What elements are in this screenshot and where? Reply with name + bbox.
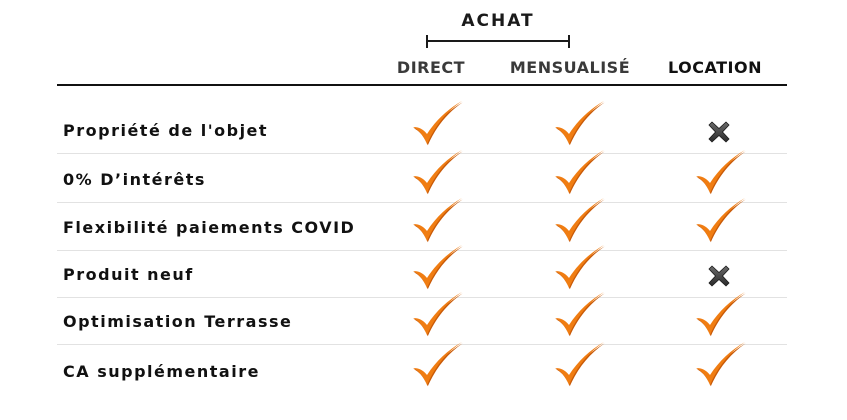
table-row: Produit neuf <box>0 245 847 298</box>
group-title-achat: ACHAT <box>461 11 535 31</box>
row-divider <box>57 250 787 251</box>
table-row: 0% D’intérêts <box>0 150 847 203</box>
table-row: CA supplémentaire <box>0 342 847 395</box>
bracket-bar <box>426 40 570 42</box>
checkmark-icon <box>410 341 464 389</box>
checkmark-icon <box>693 197 747 245</box>
column-header-location: LOCATION <box>668 58 762 77</box>
row-label: Flexibilité paiements COVID <box>63 218 356 237</box>
cross-icon <box>707 120 731 144</box>
row-label: Optimisation Terrasse <box>63 312 293 331</box>
table-row: Propriété de l'objet <box>0 101 847 154</box>
checkmark-icon <box>552 291 606 339</box>
cross-icon <box>707 264 731 288</box>
checkmark-icon <box>552 341 606 389</box>
checkmark-icon <box>693 149 747 197</box>
checkmark-icon <box>410 100 464 148</box>
checkmark-icon <box>552 149 606 197</box>
checkmark-icon <box>410 197 464 245</box>
row-divider <box>57 202 787 203</box>
group-bracket <box>426 35 570 48</box>
checkmark-icon <box>410 291 464 339</box>
checkmark-icon <box>552 197 606 245</box>
checkmark-icon <box>410 149 464 197</box>
row-label: 0% D’intérêts <box>63 170 206 189</box>
row-divider <box>57 344 787 345</box>
row-label: Produit neuf <box>63 265 194 284</box>
table-row: Optimisation Terrasse <box>0 292 847 345</box>
table-row: Flexibilité paiements COVID <box>0 198 847 251</box>
checkmark-icon <box>693 341 747 389</box>
checkmark-icon <box>693 291 747 339</box>
row-divider <box>57 153 787 154</box>
checkmark-icon <box>552 244 606 292</box>
row-divider <box>57 297 787 298</box>
column-header-mensualise: MENSUALISÉ <box>509 58 631 77</box>
bracket-tick-right <box>568 35 570 48</box>
checkmark-icon <box>410 244 464 292</box>
row-label: Propriété de l'objet <box>63 121 269 140</box>
column-header-direct: DIRECT <box>396 58 466 77</box>
row-label: CA supplémentaire <box>63 362 260 381</box>
header-divider <box>57 84 787 86</box>
bracket-tick-left <box>426 35 428 48</box>
checkmark-icon <box>552 100 606 148</box>
